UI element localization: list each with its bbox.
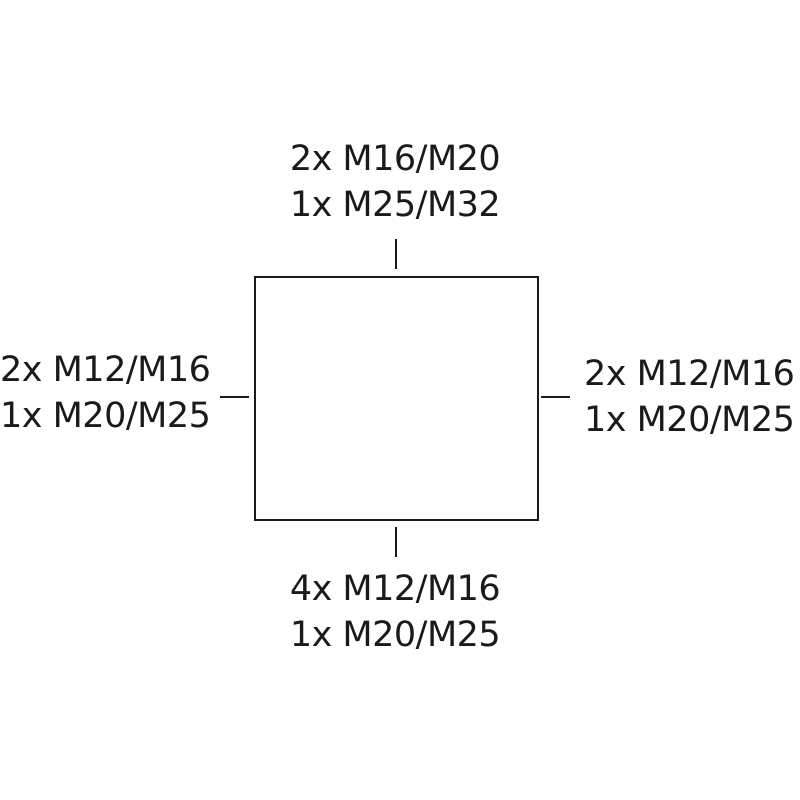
- right-entry-label: 2x M12/M16 1x M20/M25: [584, 351, 795, 443]
- left-entry-line-2: 1x M20/M25: [0, 396, 211, 436]
- bottom-entry-line-2: 1x M20/M25: [289, 615, 501, 655]
- left-entry-marker: [220, 396, 249, 398]
- bottom-entry-label: 4x M12/M16 1x M20/M25: [250, 566, 540, 658]
- right-entry-line-1: 2x M12/M16: [584, 354, 795, 394]
- left-entry-label: 2x M12/M16 1x M20/M25: [0, 347, 211, 439]
- top-entry-line-2: 1x M25/M32: [289, 185, 501, 225]
- top-entry-label: 2x M16/M20 1x M25/M32: [250, 136, 540, 228]
- top-entry-marker: [395, 239, 397, 269]
- bottom-entry-line-1: 4x M12/M16: [289, 569, 501, 609]
- right-entry-marker: [541, 396, 570, 398]
- right-entry-line-2: 1x M20/M25: [584, 400, 795, 440]
- bottom-entry-marker: [395, 527, 397, 557]
- left-entry-line-1: 2x M12/M16: [0, 350, 211, 390]
- enclosure-outline: [254, 276, 539, 521]
- top-entry-line-1: 2x M16/M20: [289, 139, 501, 179]
